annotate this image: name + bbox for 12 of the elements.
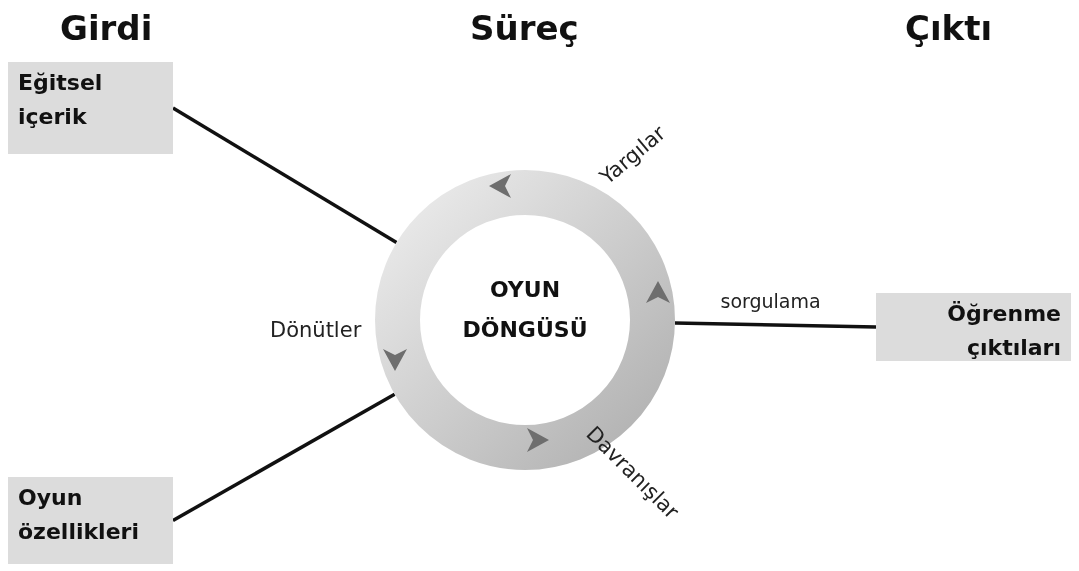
cycle-stage-label: Dönütler [270,318,362,342]
edge-label: sorgulama [720,290,821,312]
output-box: Öğrenme çıktıları [876,293,1071,361]
column-heading: Süreç [470,8,579,48]
cycle-title: OYUN DÖNGÜSÜ [461,276,589,344]
input-box: Eğitsel içerik [8,62,173,154]
connector-line [172,392,396,523]
connector-line [674,321,877,329]
column-heading: Girdi [60,8,153,48]
column-heading: Çıktı [905,8,993,48]
connector-line [172,106,398,245]
input-box: Oyun özellikleri [8,477,173,564]
